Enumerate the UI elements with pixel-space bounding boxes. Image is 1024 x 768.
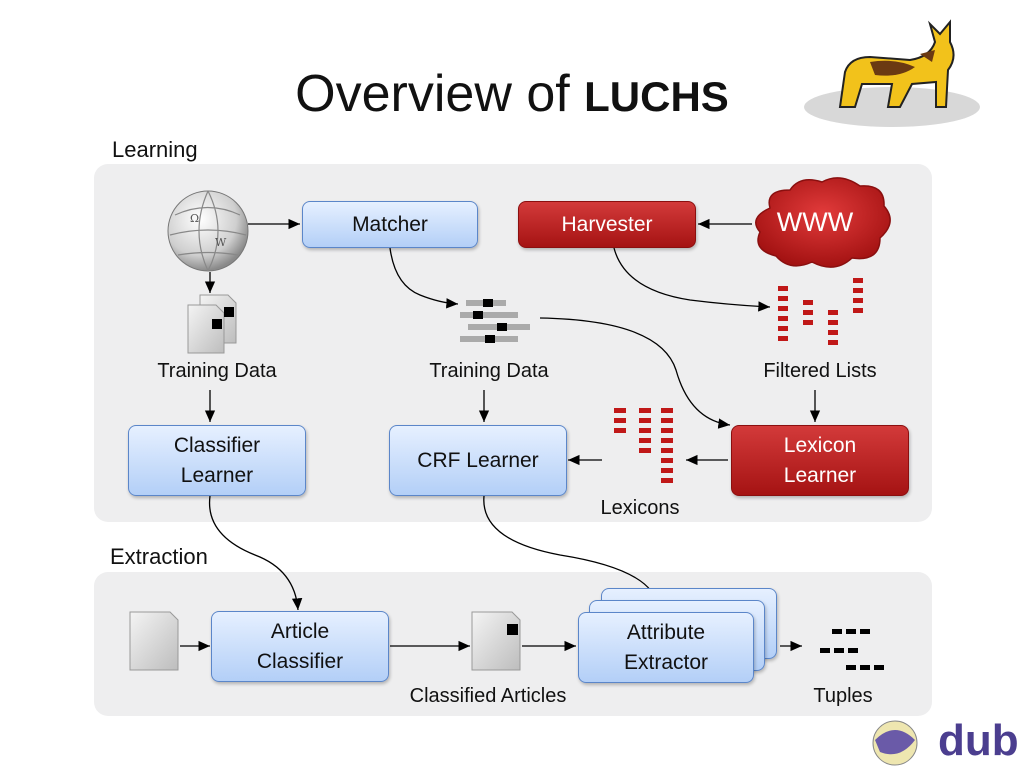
lexicon-learner-line1: Lexicon bbox=[783, 433, 857, 457]
attribute-extractor-box: Attribute Extractor bbox=[578, 612, 754, 683]
article-classifier-box: Article Classifier bbox=[211, 611, 389, 682]
wikipedia-globe-icon: Ω W bbox=[167, 190, 249, 272]
classified-articles-label: Classified Articles bbox=[409, 685, 567, 707]
tuples-icon bbox=[820, 629, 884, 670]
training-lines-icon bbox=[460, 299, 530, 343]
training-docs-icon bbox=[187, 294, 237, 354]
training-data-label-2: Training Data bbox=[429, 360, 549, 382]
lexicon-learner-box: Lexicon Learner bbox=[731, 425, 909, 496]
dub-logo-icon bbox=[872, 720, 918, 766]
lexicons-label: Lexicons bbox=[600, 497, 680, 519]
harvester-box: Harvester bbox=[518, 201, 696, 248]
page-title: Overview of LUCHS bbox=[0, 62, 1024, 129]
article-doc-icon bbox=[129, 611, 179, 671]
crf-learner-label: CRF Learner bbox=[417, 448, 539, 472]
classifier-learner-line1: Classifier bbox=[173, 433, 261, 457]
tuples-label: Tuples bbox=[813, 685, 873, 707]
svg-text:W: W bbox=[215, 236, 227, 249]
harvester-label: Harvester bbox=[561, 212, 653, 236]
matcher-label: Matcher bbox=[352, 212, 428, 236]
dub-logo-text: dub bbox=[938, 716, 1019, 765]
extraction-label: Extraction bbox=[110, 544, 208, 569]
attribute-extractor-line2: Extractor bbox=[623, 650, 709, 674]
lexicon-learner-line2: Learner bbox=[783, 463, 857, 487]
filtered-lists-icon bbox=[778, 278, 863, 345]
cat-mascot-icon bbox=[804, 19, 980, 127]
classified-doc-icon bbox=[471, 611, 521, 671]
filtered-lists-label: Filtered Lists bbox=[763, 360, 877, 382]
classifier-learner-box: Classifier Learner bbox=[128, 425, 306, 496]
www-cloud-icon bbox=[755, 177, 891, 268]
training-data-label-1: Training Data bbox=[157, 360, 277, 382]
crf-learner-box: CRF Learner bbox=[389, 425, 567, 496]
svg-text:Ω: Ω bbox=[190, 212, 199, 225]
lexicons-icon bbox=[614, 408, 673, 483]
flow-arrows bbox=[180, 218, 821, 652]
title-text: Overview of bbox=[295, 65, 585, 123]
learning-label: Learning bbox=[112, 137, 198, 162]
attribute-extractor-line1: Attribute bbox=[626, 620, 706, 644]
title-luchs: LUCHS bbox=[584, 73, 729, 120]
classifier-learner-line2: Learner bbox=[180, 463, 254, 487]
article-classifier-line2: Classifier bbox=[256, 649, 344, 673]
matcher-box: Matcher bbox=[302, 201, 478, 248]
article-classifier-line1: Article bbox=[270, 619, 330, 643]
www-label: WWW bbox=[776, 207, 854, 237]
